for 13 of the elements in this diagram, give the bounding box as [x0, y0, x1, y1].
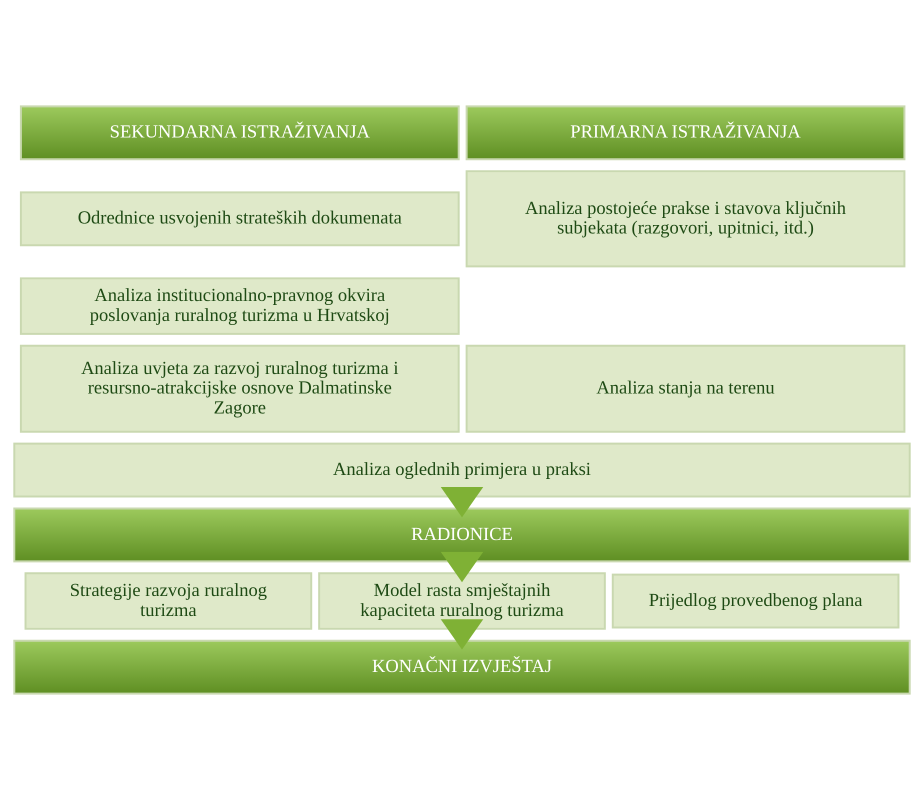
node-box: Prijedlog provedbenog plana — [611, 574, 899, 628]
node-box: Odrednice usvojenih strateških dokumenata — [19, 191, 460, 246]
node-box: Analiza uvjeta za razvoj ruralnog turizma i resursno-atrakcijske osnove Dalmatinske Zagore — [19, 344, 460, 433]
node-box: Analiza postojeće prakse i stavova ključnih subjekata (razgovori, upitnici, itd.) — [465, 170, 905, 268]
arrow — [440, 552, 483, 582]
node-box: Analiza institucionalno-pravnog okvira poslovanja ruralnog turizma u Hrvatskoj — [19, 277, 460, 335]
arrow — [440, 486, 483, 518]
node-box: PRIMARNA ISTRAŽIVANJA — [465, 105, 905, 160]
node-box: KONAČNI IZVJEŠTAJ — [12, 640, 910, 695]
arrow — [440, 619, 483, 650]
node-box: Analiza stanja na terenu — [465, 344, 905, 433]
node-box: SEKUNDARNA ISTRAŽIVANJA — [19, 105, 460, 160]
node-box: Strategije razvoja ruralnog turizma — [24, 572, 312, 630]
